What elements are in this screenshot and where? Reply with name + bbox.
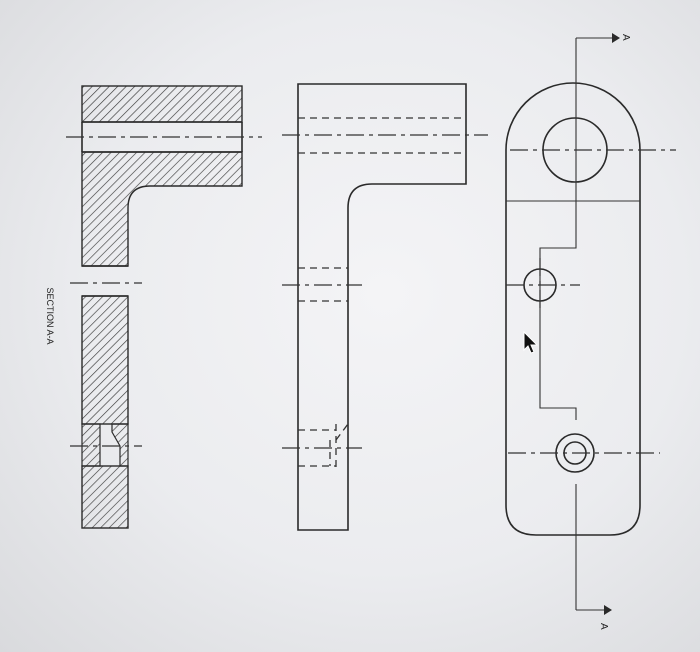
section-title: SECTION A-A bbox=[45, 287, 55, 344]
cutting-plane-bottom-label: A bbox=[598, 623, 609, 630]
cutting-plane-top-label: A bbox=[620, 34, 631, 41]
side-view-outline bbox=[297, 83, 467, 531]
section-mid-hatch bbox=[81, 295, 129, 425]
section-top-hatch bbox=[81, 85, 243, 123]
section-view: SECTION A-A bbox=[45, 85, 262, 529]
section-cbore-right bbox=[111, 423, 129, 467]
section-corner-hatch bbox=[81, 151, 243, 267]
side-view bbox=[282, 83, 488, 531]
front-view-outline bbox=[505, 82, 641, 536]
mouse-cursor-icon bbox=[523, 330, 539, 354]
front-view: A A bbox=[505, 33, 676, 630]
section-cbore-left bbox=[81, 423, 101, 467]
cutting-plane-line bbox=[539, 38, 577, 420]
section-bottom-hatch bbox=[81, 465, 129, 529]
